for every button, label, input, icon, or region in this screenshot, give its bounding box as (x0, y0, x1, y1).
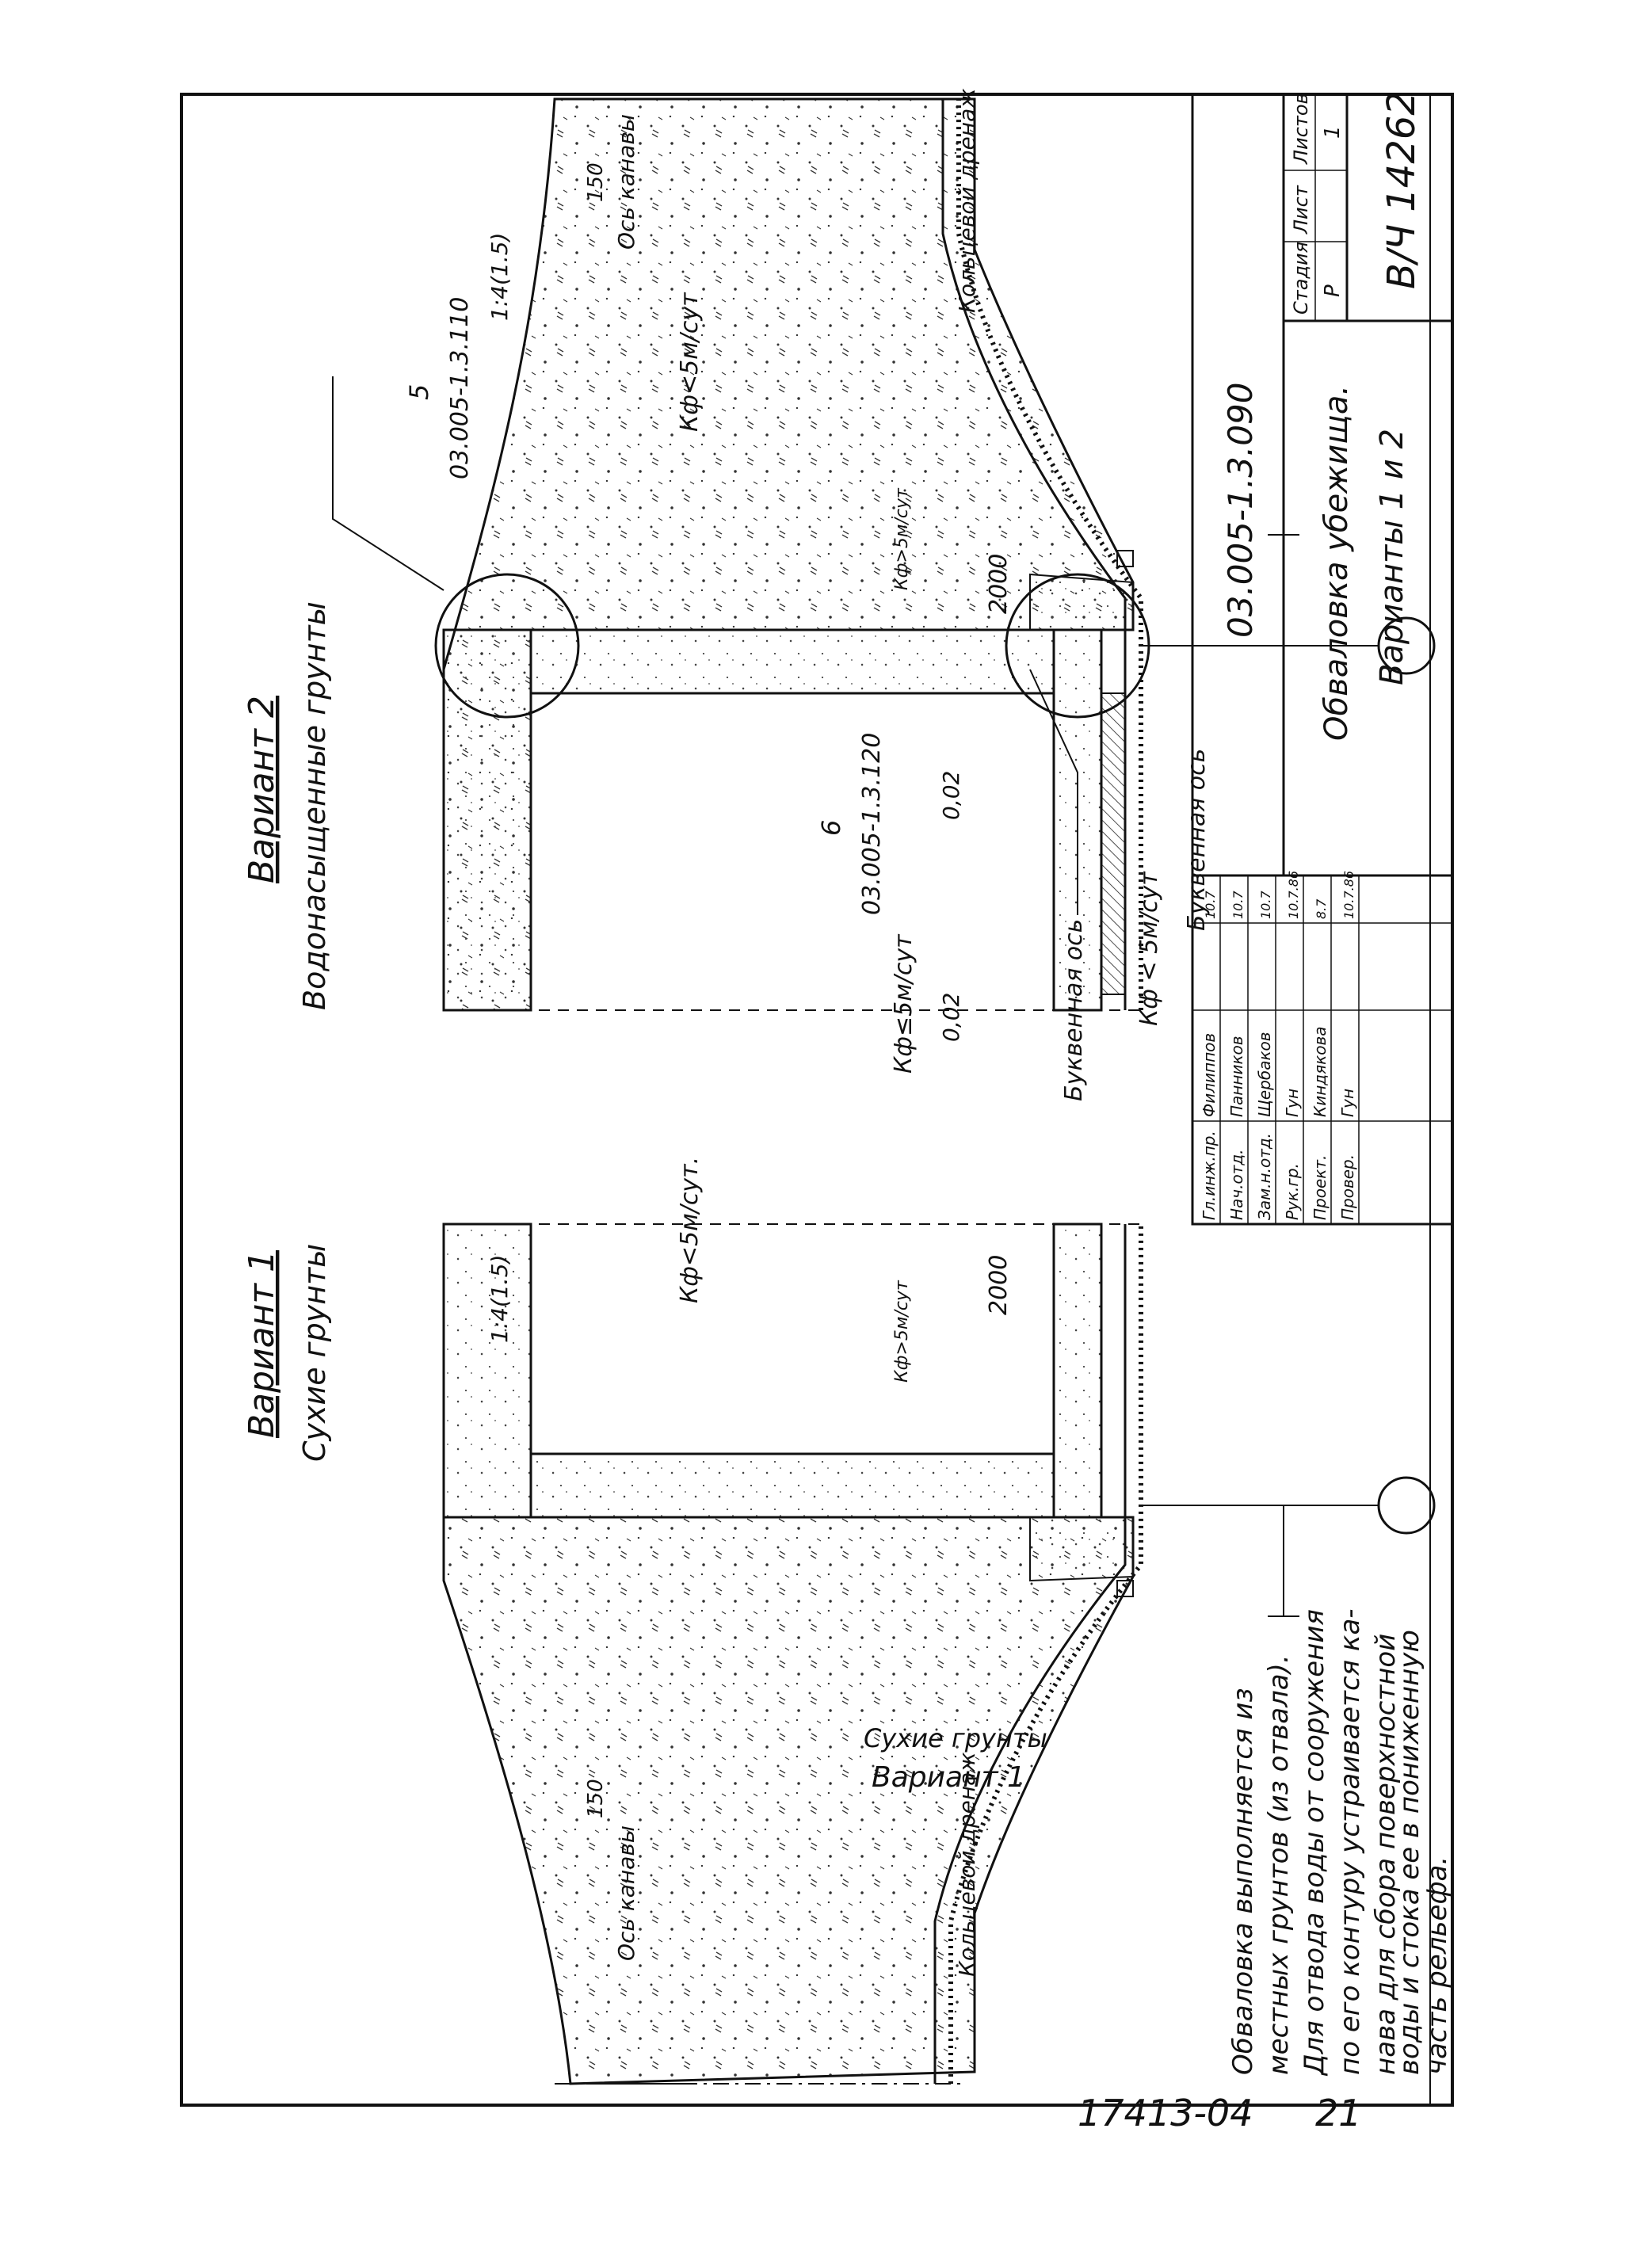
v1-kf-base-label: Кф≤5м/сут (890, 933, 918, 1074)
v1-gradient-label: 0,02 (938, 993, 964, 1042)
sig-role-1: Гл.инж.пр. (1200, 1131, 1219, 1220)
v2-slope-label: 1:4(1.5) (486, 233, 513, 321)
v2-kf-drain-label: Кф>5м/сут (892, 487, 912, 590)
variant-2-subtitle: Водонасыщенные грунты (297, 601, 332, 1010)
sig-date-5: 8.7 (1314, 898, 1329, 919)
sig-date-2: 10.7 (1230, 891, 1246, 919)
v2-dim-2000-label: 2000 (985, 554, 1013, 614)
v2-embankment (442, 97, 1135, 1012)
v2-drain-pipe (1116, 550, 1134, 567)
sig-role-6: Провер. (1338, 1154, 1357, 1220)
v1-drain-pipe (1116, 1580, 1134, 1597)
v2-axis-bubble (1377, 616, 1436, 675)
note-line-5: нава для сбора поверхностной (1370, 1634, 1402, 2075)
sig-date-4: 10.7.86 (1286, 871, 1301, 919)
sig-date-1: 10.7 (1203, 891, 1218, 919)
v2-callout-6-number: 6 (816, 820, 846, 836)
footer-number: 17413-04 (1078, 2092, 1253, 2134)
v1-dim-150-label: 150 (584, 1779, 608, 1818)
v2-waterproofing (1101, 692, 1126, 995)
tb-sheets-value: 1 (1321, 125, 1345, 139)
tb-org: В/Ч 14262 (1379, 91, 1424, 289)
v2-kf-base-label: Кф < 5м/сут (1135, 871, 1163, 1026)
v2-leader-5 (332, 376, 444, 591)
v1-ground-hatch (948, 1224, 1143, 2084)
note-line-2: местных грунтов (из отвала). (1263, 1654, 1295, 2075)
v2-roof-slab (442, 628, 532, 1012)
v2-leader-6 (1029, 669, 1078, 915)
note-line-4: по его контуру устраивается ка- (1334, 1608, 1366, 2075)
tb-name-line-1: Обваловка убежища. (1318, 385, 1355, 741)
variant-2-title: Вариант 2 (242, 696, 282, 883)
tb-stage-header: Стадия (1290, 242, 1312, 315)
v2-callout-5-ref: 03.005-1.3.110 (446, 297, 474, 479)
v2-axis-label: Буквенная ось (1183, 749, 1211, 931)
sig-role-3: Зам.н.отд. (1255, 1133, 1274, 1220)
v1-wall (529, 1452, 1055, 1519)
v1-kf-soil-label: Кф<5м/сут. (676, 1157, 704, 1303)
v1-title: Вариант 1 (872, 1761, 1025, 1794)
v2-ditch-axis-label: Ось канавы (613, 114, 639, 250)
v2-wall (529, 628, 1055, 695)
v2-gradient-label: 0,02 (938, 771, 964, 820)
sig-role-5: Проект. (1311, 1155, 1330, 1220)
v1-drain-layer (1029, 1516, 1134, 1582)
v2-ground-line (941, 99, 1127, 1010)
v1-subtitle: Сухие грунты (864, 1723, 1047, 1753)
variant-1-title: Вариант 1 (242, 1250, 282, 1438)
v1-ground-line (933, 1224, 1127, 2084)
tb-stage-value: Р (1321, 284, 1345, 297)
note-line-7: часть рельефа. (1421, 1856, 1453, 2075)
v1-kf-drain-label: Кф>5м/сут (892, 1280, 912, 1383)
sig-role-2: Нач.отд. (1227, 1149, 1246, 1220)
sig-name-2: Панников (1227, 1036, 1246, 1117)
title-block: Гл.инж.пр. Филиппов 10.7 Нач.отд. Панник… (1191, 91, 1454, 1226)
tb-code: 03.005-1.3.090 (1221, 383, 1260, 638)
variant-2-section (332, 94, 1436, 1012)
v1-ditch-axis-label: Ось канавы (613, 1825, 639, 1961)
v2-ring-drain-label: Кольцевой дренаж (954, 89, 980, 313)
note-line-3: Для отвода воды от сооружения (1299, 1609, 1330, 2077)
footer-page: 21 (1315, 2092, 1362, 2134)
v2-kf-soil-label: Кф<5м/сут (676, 292, 704, 432)
v1-slope-label: 1:4(1.5) (486, 1255, 513, 1343)
sig-date-3: 10.7 (1258, 891, 1273, 919)
sig-name-3: Щербаков (1255, 1032, 1274, 1117)
v1-axis-bubble (1377, 1476, 1436, 1535)
v2-callout-circle-top (434, 573, 580, 719)
sig-name-4: Гун (1283, 1089, 1302, 1117)
variant-1-subtitle: Сухие грунты (297, 1244, 332, 1462)
tb-name-line-2: Варианты 1 и 2 (1374, 429, 1410, 685)
note-line-1: Обваловка выполняется из (1227, 1688, 1259, 2075)
sig-name-5: Киндякова (1311, 1027, 1330, 1118)
v2-callout-6-ref: 03.005-1.3.120 (858, 733, 886, 915)
title-block-frame (1191, 93, 1454, 1226)
v2-callout-5-number: 5 (404, 384, 434, 400)
sig-date-6: 10.7.86 (1341, 871, 1356, 919)
sig-name-6: Гун (1338, 1089, 1357, 1117)
sig-role-4: Рук.гр. (1283, 1163, 1302, 1220)
v2-dim-150-label: 150 (584, 162, 608, 202)
v1-ring-drain-label: Кольцевой дренаж (954, 1753, 980, 1977)
v1-dim-2000-label: 2000 (985, 1255, 1013, 1315)
v1-floor-slab (1052, 1223, 1103, 1519)
tb-sheet-header: Лист (1290, 185, 1312, 235)
v1-embankment (442, 1516, 1135, 2085)
note-line-6: воды и стока ее в пониженную (1394, 1630, 1425, 2075)
sig-name-1: Филиппов (1200, 1033, 1219, 1117)
tb-sheets-header: Листов (1290, 93, 1312, 165)
variant-1-section: Вариант 1 Сухие грунты (442, 1223, 1436, 2085)
note-block: Обваловка выполняется из местных грунтов… (1227, 1608, 1453, 2077)
v2-ground-hatch (956, 99, 1143, 1010)
